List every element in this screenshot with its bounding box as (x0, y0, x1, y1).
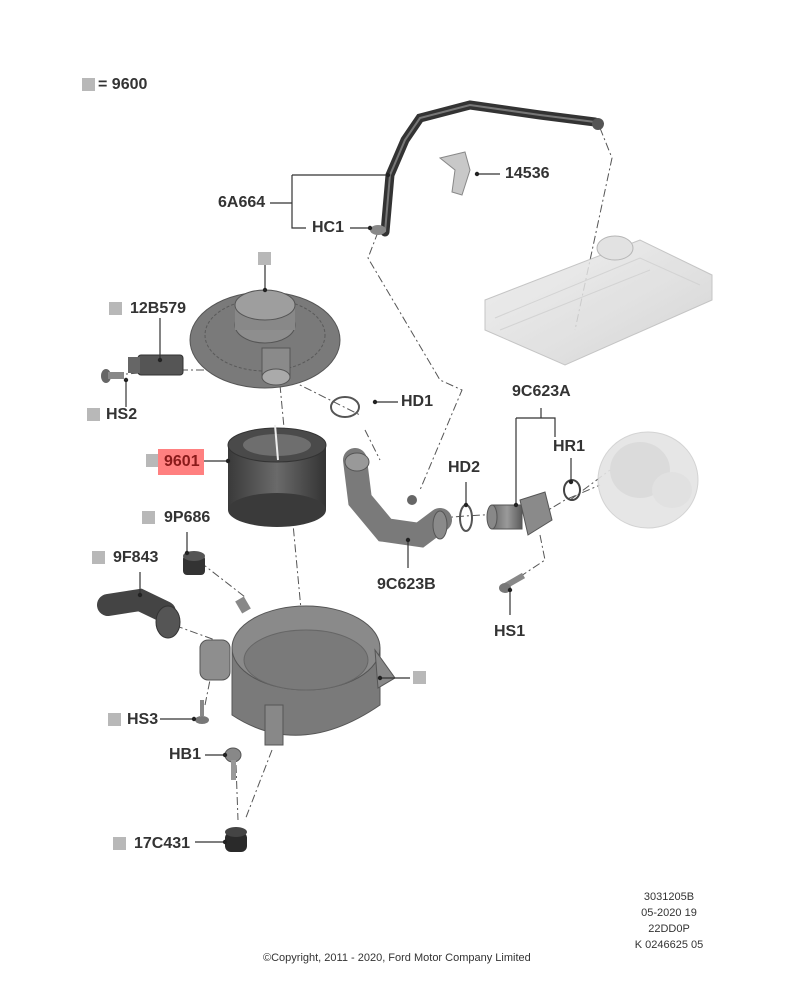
marker-12b579 (109, 302, 122, 315)
bracket-shape (438, 151, 471, 196)
leader-dots (123, 171, 574, 845)
callout-hc1[interactable]: HC1 (312, 219, 345, 236)
rubber-mount-17c431 (225, 827, 247, 852)
callout-9c623b[interactable]: 9C623B (377, 576, 436, 593)
clamp-hd2 (459, 504, 473, 532)
drawing-code-4: K 0246625 05 (634, 939, 704, 951)
screw-hs3 (195, 700, 209, 724)
highlight-box (158, 449, 204, 475)
callout-hr1[interactable]: HR1 (553, 438, 586, 455)
callout-hd1[interactable]: HD1 (401, 393, 434, 410)
copyright-notice: ©Copyright, 2011 - 2020, Ford Motor Comp… (263, 952, 531, 964)
callout-9c623a[interactable]: 9C623A (512, 383, 571, 400)
bolt-hb1 (224, 747, 242, 780)
mass-air-flow-sensor (128, 354, 184, 376)
callout-14536[interactable]: 14536 (505, 165, 550, 182)
turbocharger (597, 431, 699, 529)
air-filter-element (227, 424, 327, 527)
marker-9601 (146, 454, 159, 467)
valve-cover (484, 235, 713, 366)
callout-17c431[interactable]: 17C431 (134, 835, 191, 852)
legend-text: = 9600 (98, 76, 148, 93)
callout-9f843[interactable]: 9F843 (113, 549, 159, 566)
drawing-code-1: 3031205B (643, 891, 695, 903)
drawing-code-3: 22DD0P (648, 923, 690, 935)
leader-lines (125, 173, 572, 843)
callout-hs3[interactable]: HS3 (127, 711, 159, 728)
callout-hs1[interactable]: HS1 (494, 623, 526, 640)
callout-hb1[interactable]: HB1 (169, 746, 202, 763)
air-duct-9c623a (486, 491, 553, 536)
callout-9601[interactable]: 9601 (164, 453, 200, 470)
callout-6a664[interactable]: 6A664 (218, 194, 266, 211)
marker-17c431 (113, 837, 126, 850)
callout-hs2[interactable]: HS2 (106, 406, 138, 423)
marker-9p686 (142, 511, 155, 524)
callout-hd2[interactable]: HD2 (448, 459, 481, 476)
callout-9p686[interactable]: 9P686 (164, 509, 211, 526)
air-cleaner-housing (199, 596, 396, 746)
marker-housing (413, 671, 426, 684)
screw-hs2 (101, 369, 124, 383)
marker-hs2 (87, 408, 100, 421)
o-ring-hr1 (563, 479, 581, 501)
crankcase-vent-hose (370, 100, 604, 237)
marker-9f843 (92, 551, 105, 564)
air-cleaner-cover (189, 289, 341, 389)
air-duct-9c623b (343, 448, 452, 548)
intake-hose-9f843 (97, 588, 181, 639)
legend-marker (82, 78, 95, 91)
clamp-hd1 (330, 396, 360, 418)
marker-hs3 (108, 713, 121, 726)
callout-12b579[interactable]: 12B579 (130, 300, 187, 317)
marker-cover (258, 252, 271, 265)
drawing-code-2: 05-2020 19 (641, 907, 697, 919)
